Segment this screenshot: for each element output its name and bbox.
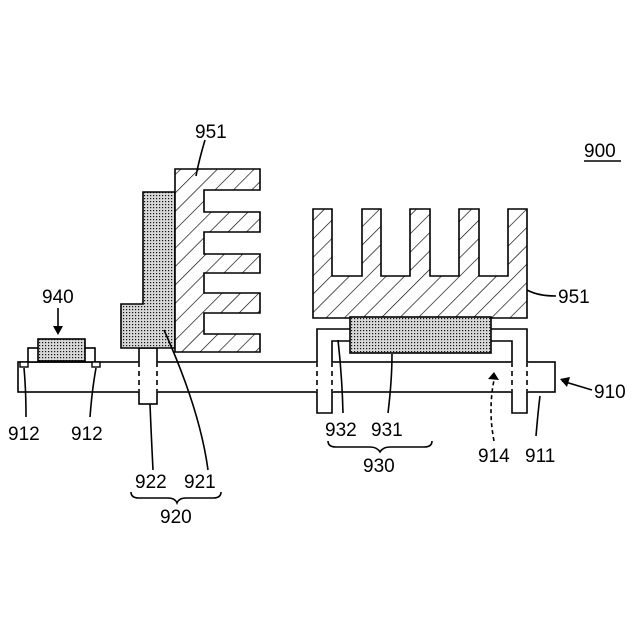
label-931: 931 bbox=[371, 420, 403, 441]
label-940: 940 bbox=[42, 287, 74, 308]
label-912-left: 912 bbox=[8, 424, 40, 445]
label-922: 922 bbox=[135, 472, 167, 493]
heat-sink-vertical bbox=[175, 169, 260, 352]
label-912-right: 912 bbox=[71, 424, 103, 445]
label-920: 920 bbox=[160, 507, 192, 528]
label-932: 932 bbox=[325, 420, 357, 441]
label-951-upper: 951 bbox=[195, 122, 227, 143]
label-910: 910 bbox=[594, 382, 626, 403]
brace-930 bbox=[328, 441, 432, 452]
label-951-right: 951 bbox=[558, 287, 590, 308]
figure-number: 900 bbox=[584, 141, 616, 162]
label-921: 921 bbox=[184, 472, 216, 493]
label-911: 911 bbox=[525, 446, 555, 467]
brace-920 bbox=[131, 492, 221, 503]
component-940 bbox=[20, 339, 100, 367]
label-930: 930 bbox=[363, 456, 395, 477]
label-914: 914 bbox=[478, 446, 510, 467]
heat-sink-horizontal bbox=[313, 209, 527, 318]
component-931 bbox=[350, 317, 491, 353]
